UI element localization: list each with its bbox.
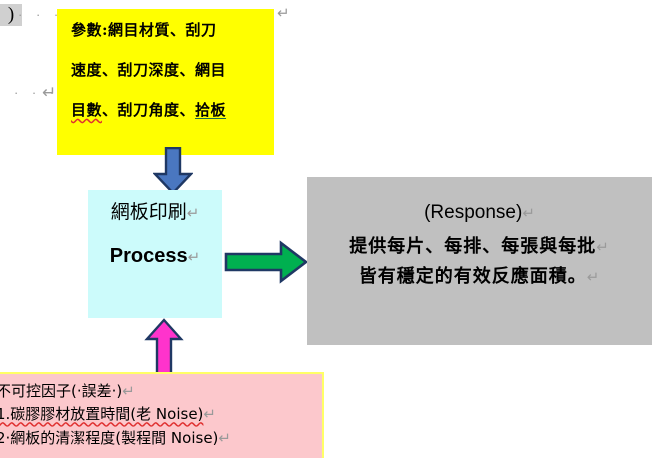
noise-box-title-text: 不可控因子(·誤差·) (0, 382, 123, 400)
highlighted-paren: ) (0, 4, 22, 26)
noise-item-2-text: 2·網板的清潔程度(製程間 Noise) (0, 428, 219, 447)
parameters-line-3-middle: 、刮刀角度、 (102, 101, 196, 119)
response-line-2-text: 皆有穩定的有效反應面積。 (358, 265, 587, 287)
parameters-underlined-term: 拾板 (195, 101, 227, 119)
noise-box-title: 不可控因子(·誤差·)↵ (0, 380, 322, 403)
response-line-1: 提供每片、每排、每張與每批↵ (307, 235, 652, 257)
response-line-2: 皆有穩定的有效反應面積。↵ (307, 265, 652, 287)
paragraph-return-mark-left: ↵ (42, 83, 57, 102)
process-box-title-text: 網板印刷 (110, 201, 187, 223)
process-box-subtitle: Process↵ (88, 245, 222, 268)
response-line-2-return-mark: ↵ (586, 268, 601, 286)
green-right-arrow (224, 240, 309, 284)
magenta-up-arrow (144, 318, 184, 376)
response-heading: (Response)↵ (307, 202, 652, 225)
process-box-subtitle-text: Process (109, 244, 188, 267)
noise-item-2-return-mark: ↵ (218, 428, 231, 447)
parameters-line-3: 目數、刮刀角度、拾板 (71, 103, 264, 118)
green-right-arrow-svg (224, 240, 309, 284)
process-subtitle-return-mark: ↵ (187, 248, 201, 266)
noise-item-1-return-mark: ↵ (203, 405, 216, 424)
parameters-box[interactable]: 參數:網目材質、刮刀 速度、刮刀深度、網目 目數、刮刀角度、拾板 (57, 9, 274, 155)
response-heading-return-mark: ↵ (522, 205, 535, 222)
response-box[interactable]: (Response)↵ 提供每片、每排、每張與每批↵ 皆有穩定的有效反應面積。↵ (307, 177, 652, 345)
response-line-1-return-mark: ↵ (596, 238, 610, 256)
blue-down-arrow-svg (152, 146, 194, 195)
response-heading-text: (Response) (424, 202, 523, 223)
parameters-line-1: 參數:網目材質、刮刀 (71, 21, 217, 39)
parameters-misspelled-term: 目數 (71, 101, 103, 119)
magenta-up-arrow-svg (144, 318, 184, 376)
noise-item-1: 1.碳膠膠材放置時間(老 Noise)↵ (0, 403, 322, 426)
response-line-1-text: 提供每片、每排、每張與每批 (349, 235, 597, 257)
noise-item-2: 2·網板的清潔程度(製程間 Noise)↵ (0, 427, 322, 450)
process-box[interactable]: 網板印刷↵ Process↵ (88, 190, 222, 318)
parameters-line-2: 速度、刮刀深度、網目 (71, 61, 227, 79)
noise-title-return-mark: ↵ (122, 382, 135, 400)
noise-factors-box[interactable]: 不可控因子(·誤差·)↵ 1.碳膠膠材放置時間(老 Noise)↵ 2·網板的清… (0, 372, 324, 458)
noise-item-1-text: 1.碳膠膠材放置時間(老 Noise) (0, 405, 204, 424)
blue-down-arrow (152, 146, 194, 195)
space-dots-row-2: · · · · (0, 85, 60, 100)
paragraph-return-mark-topright: ↵ (277, 5, 290, 22)
process-title-return-mark: ↵ (186, 205, 200, 222)
process-box-title: 網板印刷↵ (88, 202, 222, 223)
